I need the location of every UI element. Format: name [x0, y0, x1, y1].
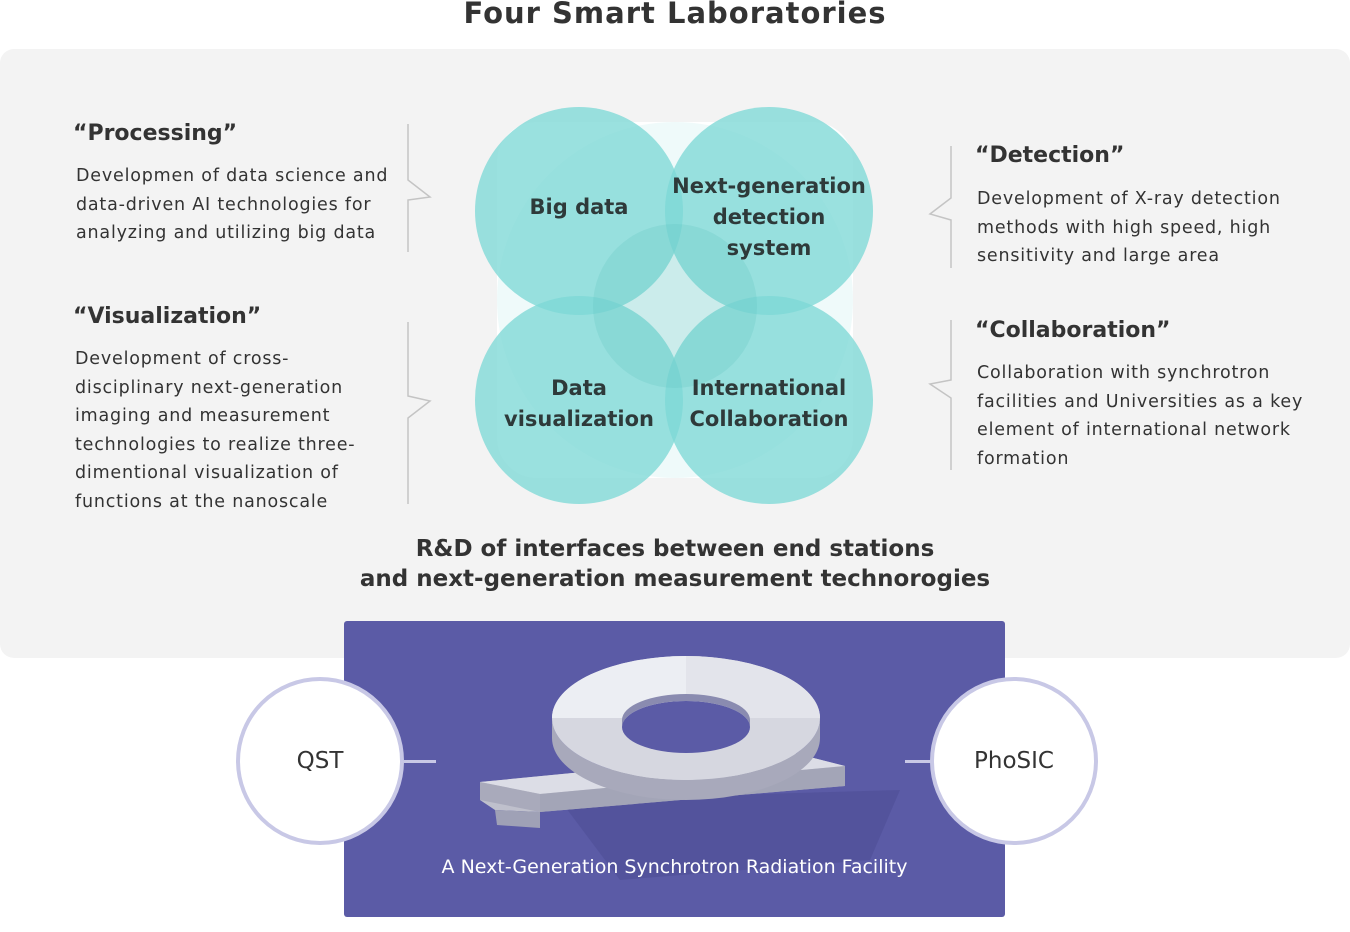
connector-right [905, 760, 937, 763]
label-big-data: Big data [529, 195, 629, 219]
processing-bracket [407, 124, 432, 252]
circle-data-visualization [475, 296, 683, 504]
visualization-heading: “Visualization” [73, 304, 262, 329]
circle-international [665, 296, 873, 504]
detection-heading: “Detection” [975, 143, 1125, 168]
processing-description: Developmen of data science and data-driv… [76, 166, 389, 244]
connector-left [404, 760, 436, 763]
org-phosic: PhoSIC [930, 677, 1098, 845]
org-qst: QST [236, 677, 404, 845]
detection-bracket [928, 146, 952, 268]
collaboration-description: Collaboration with synchrotron facilitie… [977, 363, 1304, 469]
label-international: International Collaboration [689, 376, 849, 431]
visualization-bracket [407, 322, 432, 504]
venn-center [593, 224, 757, 388]
page-title: Four Smart Laboratories [463, 0, 887, 30]
collaboration-bracket [928, 320, 952, 470]
circle-detection-system [665, 107, 873, 315]
visualization-description: Development of cross- disciplinary next-… [75, 349, 356, 512]
label-data-visualization: Data visualization [504, 376, 654, 431]
collaboration-heading: “Collaboration” [975, 318, 1171, 343]
facility-label: A Next-Generation Synchrotron Radiation … [441, 856, 908, 878]
label-detection-system: Next-generation detection system [672, 174, 866, 260]
processing-heading: “Processing” [73, 121, 238, 146]
circle-big-data [475, 107, 683, 315]
detection-description: Development of X-ray detection methods w… [977, 189, 1281, 267]
rd-caption: R&D of interfaces between end stations a… [359, 536, 991, 592]
